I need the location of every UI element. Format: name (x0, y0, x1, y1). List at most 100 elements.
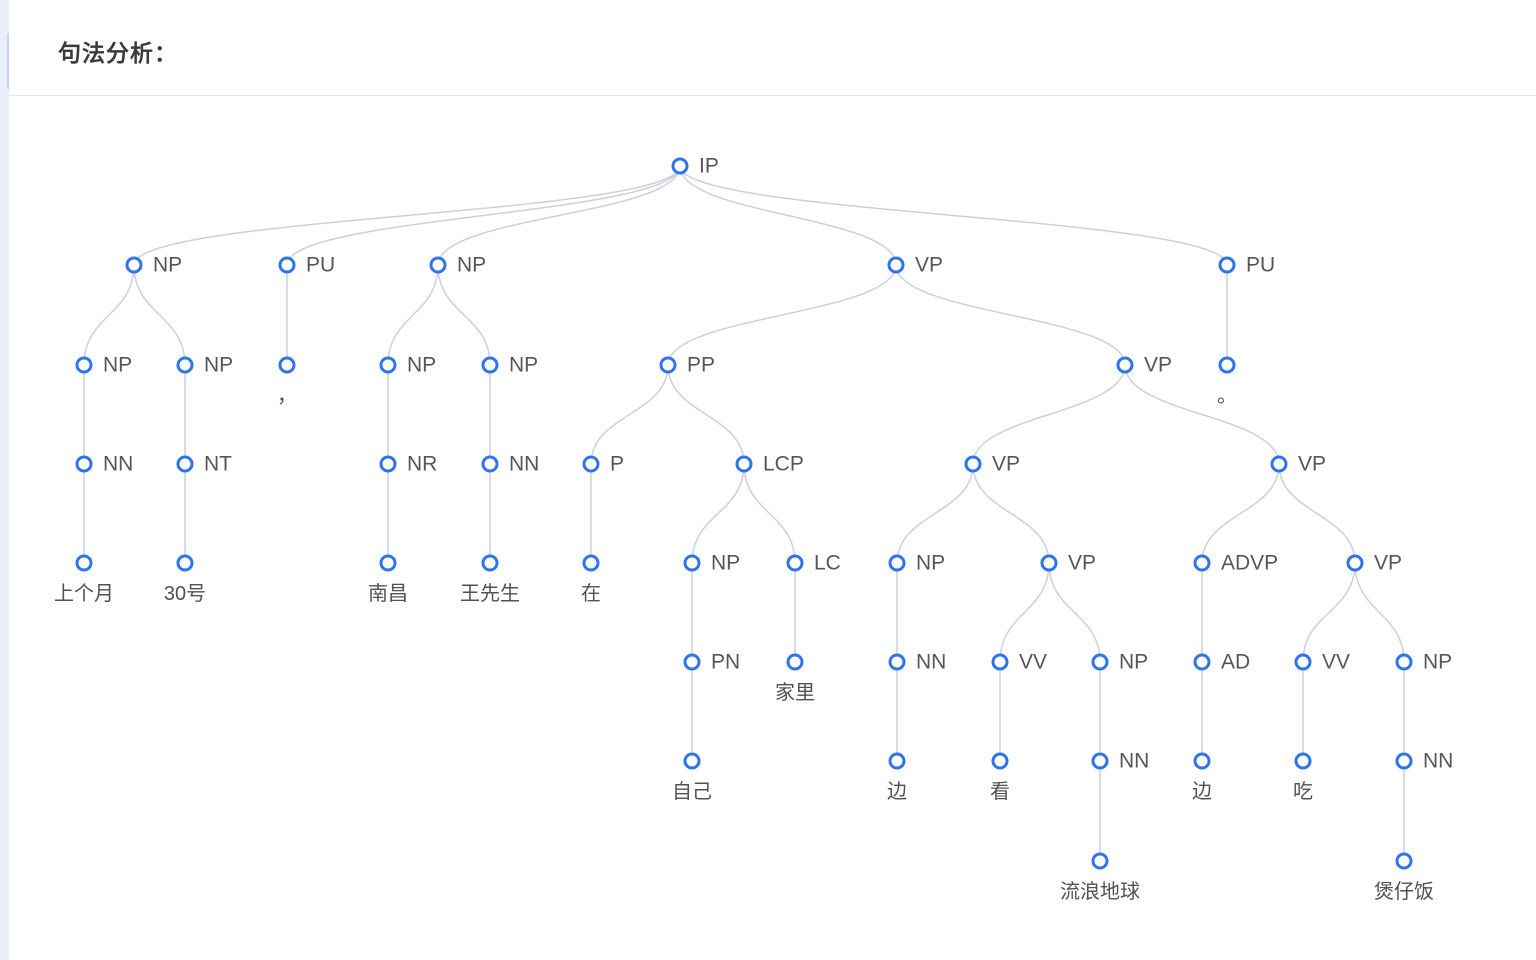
tree-node-np2-label: NP (457, 254, 486, 277)
tree-node-np2-circle[interactable] (429, 256, 447, 274)
tree-node-w5-circle[interactable] (582, 554, 600, 572)
tree-edge-vp1b-to-np5 (1048, 562, 1101, 663)
tree-node-np1a-label: NP (103, 354, 132, 377)
tree-node-np2a-label: NP (407, 354, 436, 377)
tree-node-np4-circle[interactable] (888, 554, 906, 572)
tree-node-np3-circle[interactable] (683, 554, 701, 572)
tree-node-np6-circle[interactable] (1395, 653, 1413, 671)
tree-edge-ip-to-vp (679, 165, 897, 266)
tree-node-vp2-circle[interactable] (1270, 455, 1288, 473)
tree-node-nn1-circle[interactable] (75, 455, 93, 473)
tree-node-np2a-circle[interactable] (379, 356, 397, 374)
tree-node-w12-circle[interactable] (1091, 852, 1109, 870)
syntax-analysis-card: 句法分析： (9, 4, 1536, 960)
tree-node-w4-circle[interactable] (481, 554, 499, 572)
tree-node-pu2-circle[interactable] (1218, 256, 1236, 274)
tree-node-vp2b-circle[interactable] (1346, 554, 1364, 572)
tree-node-p1-circle[interactable] (582, 455, 600, 473)
tree-node-nn4-circle[interactable] (1091, 752, 1109, 770)
tree-edge-np1-to-np1b (133, 264, 186, 366)
tree-node-ad-label: AD (1221, 651, 1250, 674)
tree-node-period-circle[interactable] (1218, 356, 1236, 374)
tree-node-vv1-label: VV (1019, 651, 1047, 674)
tree-node-w9-circle[interactable] (991, 752, 1009, 770)
tree-node-w13-circle[interactable] (1395, 852, 1413, 870)
tree-edge-vp1-to-np4 (896, 463, 974, 564)
tree-node-w6-label: 家里 (775, 681, 815, 704)
tree-node-lcp-circle[interactable] (735, 455, 753, 473)
tree-node-w1-label: 上个月 (54, 582, 114, 605)
tree-node-np1b-circle[interactable] (176, 356, 194, 374)
tree-node-w10-circle[interactable] (1193, 752, 1211, 770)
tree-edge-vp1b-to-vv1 (999, 562, 1050, 663)
tree-node-pp-label: PP (687, 354, 715, 377)
tree-node-vpi-circle[interactable] (1116, 356, 1134, 374)
tree-edge-vp-to-pp (667, 264, 897, 366)
tree-node-pn-circle[interactable] (683, 653, 701, 671)
tree-node-pp-circle[interactable] (659, 356, 677, 374)
tree-node-nr1-circle[interactable] (379, 455, 397, 473)
tree-node-np1-circle[interactable] (125, 256, 143, 274)
tree-node-nn3-label: NN (916, 651, 946, 674)
tree-node-np4-label: NP (916, 552, 945, 575)
tree-node-w7-circle[interactable] (683, 752, 701, 770)
tree-node-nn2-circle[interactable] (481, 455, 499, 473)
tree-node-nn2-label: NN (509, 453, 539, 476)
tree-node-ad-circle[interactable] (1193, 653, 1211, 671)
tree-node-nn1-label: NN (103, 453, 133, 476)
tree-node-nt1-label: NT (204, 453, 232, 476)
tree-edge-ip-to-np1 (133, 165, 681, 266)
tree-node-nn5-label: NN (1423, 750, 1453, 773)
tree-edge-pp-to-lcp (667, 364, 745, 465)
tree-node-vv2-circle[interactable] (1294, 653, 1312, 671)
tree-edge-ip-to-np2 (437, 165, 681, 266)
tree-node-advp-circle[interactable] (1193, 554, 1211, 572)
tree-edge-vp2b-to-np6 (1354, 562, 1405, 663)
tree-edge-vpi-to-vp2 (1124, 364, 1280, 465)
tree-node-lc-circle[interactable] (786, 554, 804, 572)
tree-node-vp2-label: VP (1298, 453, 1326, 476)
tree-node-vp1b-circle[interactable] (1040, 554, 1058, 572)
tree-node-ip-circle[interactable] (671, 157, 689, 175)
tree-edge-lcp-to-np3 (691, 463, 745, 564)
tree-node-np5-circle[interactable] (1091, 653, 1109, 671)
tree-node-pu1-circle[interactable] (278, 256, 296, 274)
tree-node-np1b-label: NP (204, 354, 233, 377)
tree-node-vv2-label: VV (1322, 651, 1350, 674)
tree-node-vp2b-label: VP (1374, 552, 1402, 575)
tree-node-np2b-circle[interactable] (481, 356, 499, 374)
tree-node-w11-circle[interactable] (1294, 752, 1312, 770)
tree-edge-vp-to-vpi (895, 264, 1126, 366)
tree-node-p1-label: P (610, 453, 624, 476)
tree-node-w11-label: 吃 (1293, 780, 1313, 803)
tree-node-np1a-circle[interactable] (75, 356, 93, 374)
tree-node-vpi-label: VP (1144, 354, 1172, 377)
tree-node-w8-circle[interactable] (888, 752, 906, 770)
tree-node-nn4-label: NN (1119, 750, 1149, 773)
tree-node-w10-label: 边 (1192, 780, 1212, 803)
tree-edge-np2-to-np2b (437, 264, 491, 366)
tree-edge-np1-to-np1a (83, 264, 135, 366)
tree-node-comma-label: ， (277, 385, 297, 407)
tree-node-w3-circle[interactable] (379, 554, 397, 572)
tree-node-w12-label: 流浪地球 (1060, 880, 1140, 903)
tree-node-w8-label: 边 (887, 780, 907, 803)
tree-node-comma-circle[interactable] (278, 356, 296, 374)
tree-node-nt1-circle[interactable] (176, 455, 194, 473)
tree-node-w1-circle[interactable] (75, 554, 93, 572)
tree-node-nn3-circle[interactable] (888, 653, 906, 671)
tree-node-vv1-circle[interactable] (991, 653, 1009, 671)
tree-node-vp-circle[interactable] (887, 256, 905, 274)
tree-node-w13-label: 煲仔饭 (1374, 880, 1434, 903)
tree-node-w2-circle[interactable] (176, 554, 194, 572)
tree-edge-ip-to-pu2 (679, 165, 1228, 266)
tree-node-w4-label: 王先生 (460, 582, 520, 605)
tree-node-w2-label: 30号 (164, 583, 206, 605)
tree-node-nr1-label: NR (407, 453, 437, 476)
tree-node-vp-label: VP (915, 254, 943, 277)
tree-node-vp1-circle[interactable] (964, 455, 982, 473)
tree-node-nn5-circle[interactable] (1395, 752, 1413, 770)
tree-edge-vp2-to-vp2b (1278, 463, 1356, 564)
tree-node-w6-circle[interactable] (786, 653, 804, 671)
